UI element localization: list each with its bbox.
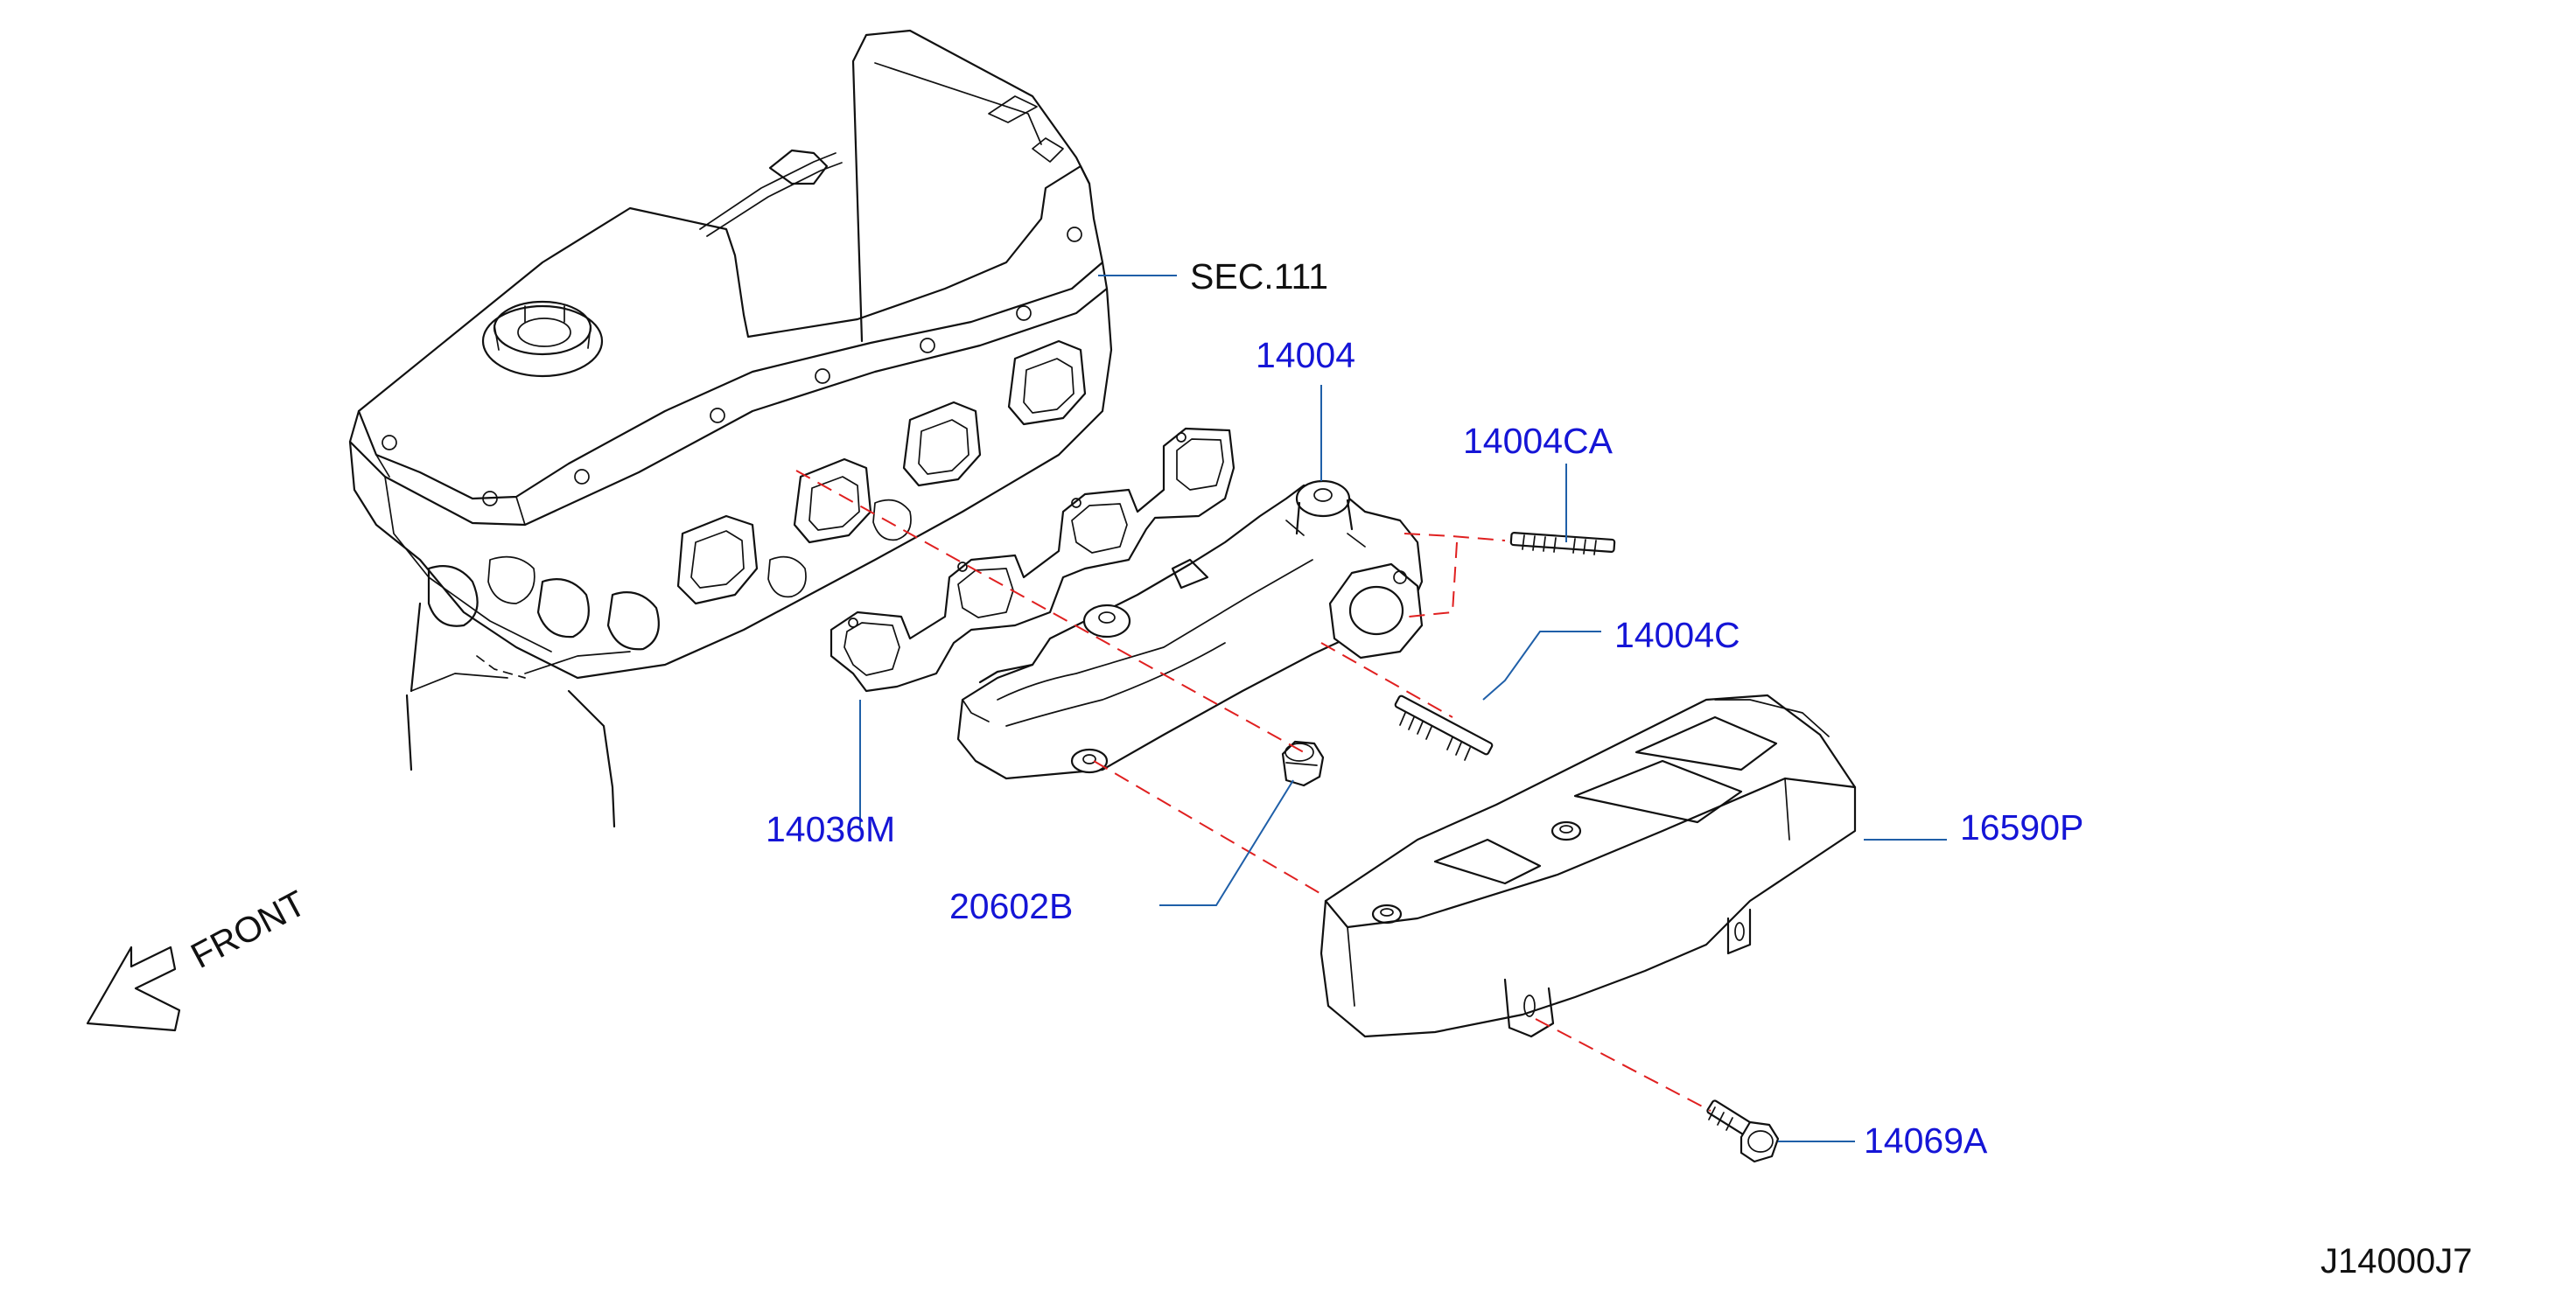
heat-shield-16590p [1320, 694, 1857, 1038]
callout-14069a: 14069A [1864, 1120, 1988, 1161]
callout-16590p: 16590P [1960, 807, 2083, 848]
callout-14004: 14004 [1256, 335, 1355, 375]
exhaust-manifold [956, 479, 1424, 780]
leader-lines [859, 275, 1947, 1142]
nut-20602b [1281, 740, 1325, 787]
stud-14004ca [1509, 532, 1616, 555]
diagram-reference-code: J14000J7 [2320, 1242, 2472, 1281]
callout-14004ca: 14004CA [1463, 421, 1614, 461]
callout-14004c: 14004C [1614, 615, 1740, 655]
callout-20602b: 20602B [949, 886, 1073, 926]
engine-cylinder-head [348, 29, 1113, 828]
front-label: FRONT [185, 883, 312, 976]
stud-14004c [1394, 694, 1494, 761]
bolt-14069a [1706, 1099, 1780, 1163]
callout-14036m: 14036M [766, 809, 895, 849]
alignment-lines [795, 470, 1712, 1112]
front-direction-arrow: FRONT [86, 883, 312, 1032]
exhaust-manifold-gasket [830, 427, 1236, 693]
callout-sec-111: SEC.111 [1190, 256, 1328, 297]
